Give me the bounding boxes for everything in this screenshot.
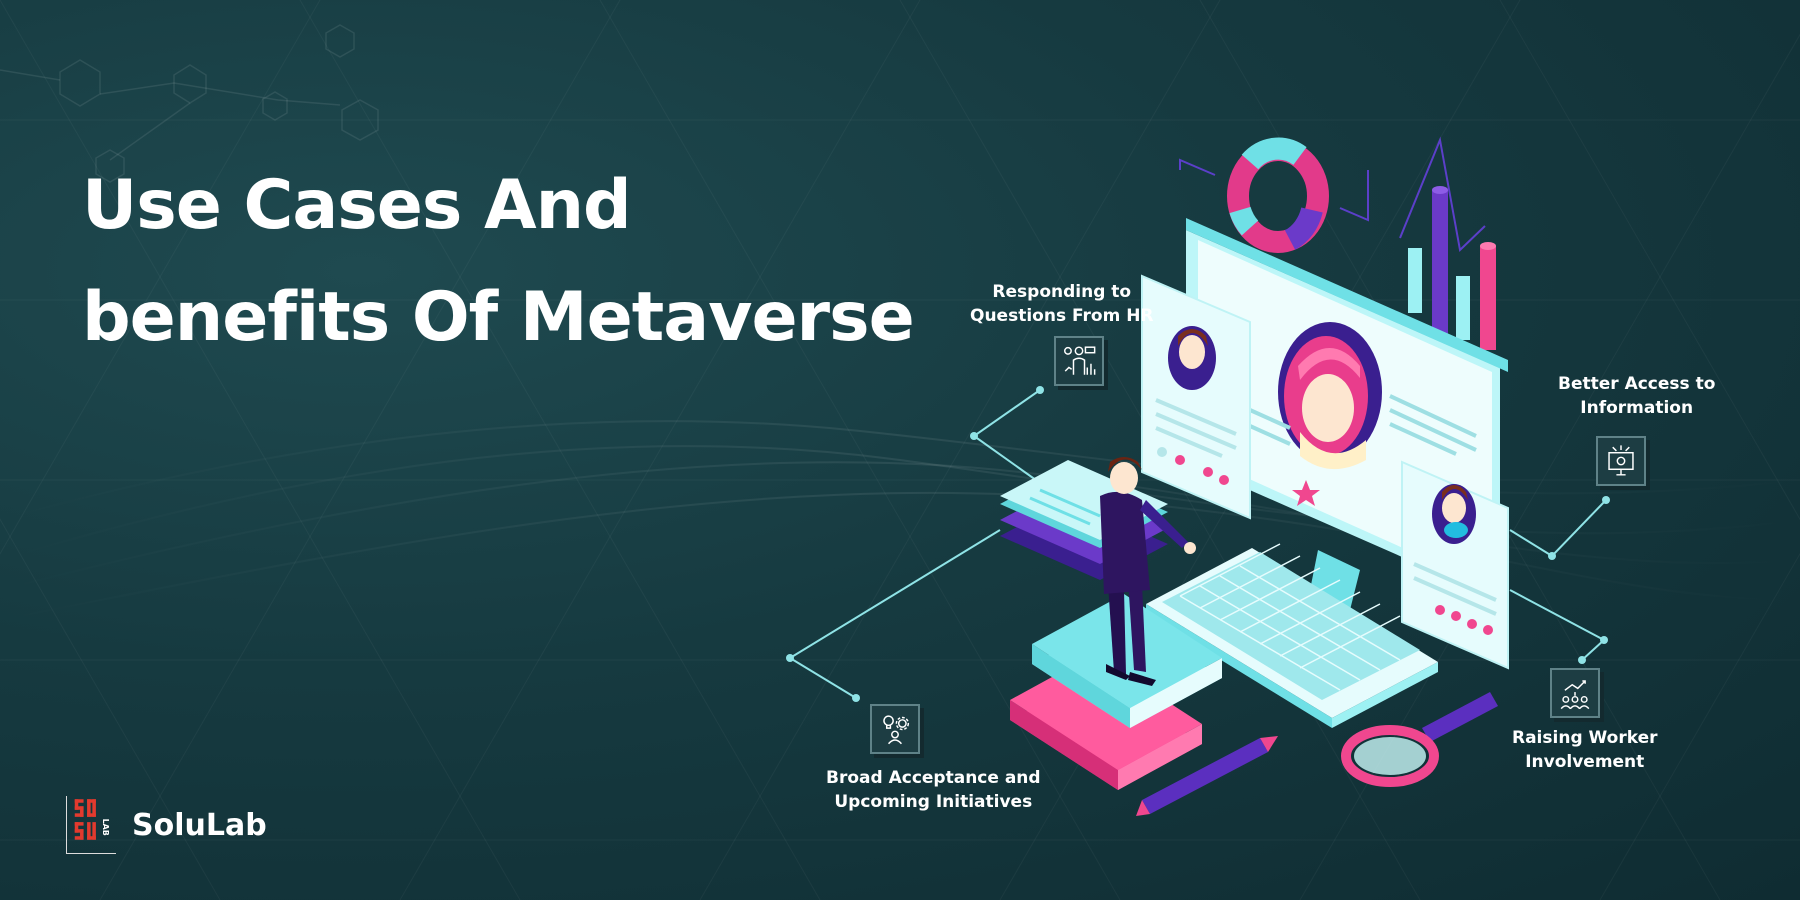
information-access-icon [1596, 436, 1646, 486]
hr-questions-icon [1054, 336, 1104, 386]
feature-information-line2: Information [1580, 398, 1694, 418]
feature-label-worker: Raising Worker Involvement [1512, 726, 1658, 774]
feature-label-information: Better Access to Information [1558, 372, 1715, 420]
feature-initiatives-line1: Broad Acceptance and [826, 768, 1041, 788]
profile-card-left [1141, 274, 1251, 520]
feature-information-line1: Better Access to [1558, 374, 1716, 394]
solulab-logo-icon: LAB [66, 796, 116, 854]
worker-involvement-icon [1550, 668, 1600, 718]
pencil-graphic [1136, 736, 1278, 816]
title-line-1: Use Cases And [82, 166, 632, 245]
page-title: Use Cases And benefits Of Metaverse [82, 150, 915, 374]
brand-logo-group: LAB SoluLab [66, 796, 267, 854]
donut-chart-graphic [1227, 137, 1329, 253]
businessman-figure [1100, 457, 1196, 686]
logo-letters: LAB [101, 819, 110, 836]
feature-worker-line1: Raising Worker [1512, 728, 1658, 748]
magnifier-graphic [1341, 692, 1498, 787]
feature-label-initiatives: Broad Acceptance and Upcoming Initiative… [826, 766, 1041, 814]
initiatives-icon [870, 704, 920, 754]
title-line-2: benefits Of Metaverse [82, 278, 915, 357]
brand-name: SoluLab [132, 807, 267, 843]
feature-worker-line2: Involvement [1525, 752, 1645, 772]
feature-label-hr: Responding to Questions From HR [970, 280, 1154, 328]
feature-hr-line2: Questions From HR [970, 306, 1154, 326]
books-pedestal-graphic [1010, 594, 1222, 790]
profile-card-right [1401, 460, 1509, 670]
bar-chart-graphic [1399, 136, 1496, 350]
feature-initiatives-line2: Upcoming Initiatives [834, 792, 1033, 812]
feature-hr-line1: Responding to [992, 282, 1132, 302]
keyboard-graphic [1146, 543, 1438, 728]
